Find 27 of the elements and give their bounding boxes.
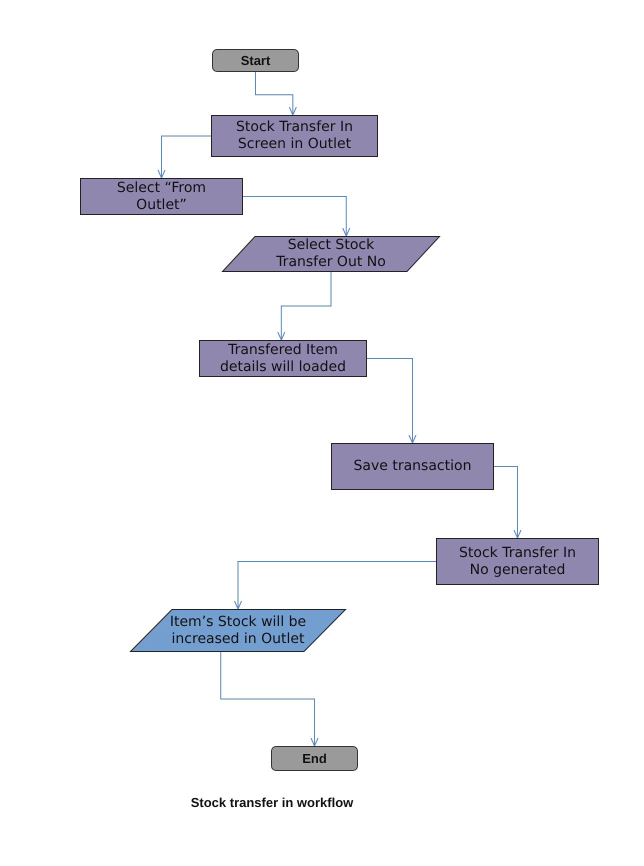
process-box: [436, 538, 599, 585]
step-label: Item’s Stock will be increased in Outlet: [168, 614, 308, 648]
terminal-box: [271, 746, 358, 771]
process-box: [199, 340, 367, 377]
step-label: Select Stock Transfer Out No: [275, 237, 387, 271]
process-box: [331, 443, 494, 490]
connector-arrow: [158, 136, 212, 178]
connector-arrow: [255, 72, 297, 116]
data-parallelogram: [222, 236, 440, 272]
step-label: Select “From Outlet”: [116, 180, 208, 214]
connector-arrow: [366, 358, 416, 444]
step-label: Transfered Item details will loaded: [218, 342, 348, 376]
connector-arrow: [242, 196, 350, 236]
step-label: Stock Transfer In Screen in Outlet: [235, 119, 354, 153]
step-label: Stock Transfer In No generated: [458, 544, 577, 578]
connector-arrow: [220, 652, 318, 746]
terminal-label: End: [302, 750, 327, 767]
process-box: [80, 178, 243, 215]
connector-arrow: [494, 466, 522, 538]
data-parallelogram: [130, 609, 346, 652]
terminal-label: Start: [240, 52, 270, 69]
connector-arrow: [234, 561, 436, 610]
process-box: [211, 115, 378, 157]
caption: Stock transfer in workflow: [190, 795, 354, 810]
step-label: Save transaction: [354, 458, 472, 475]
connector-arrow: [277, 272, 332, 340]
terminal-box: [212, 49, 299, 72]
